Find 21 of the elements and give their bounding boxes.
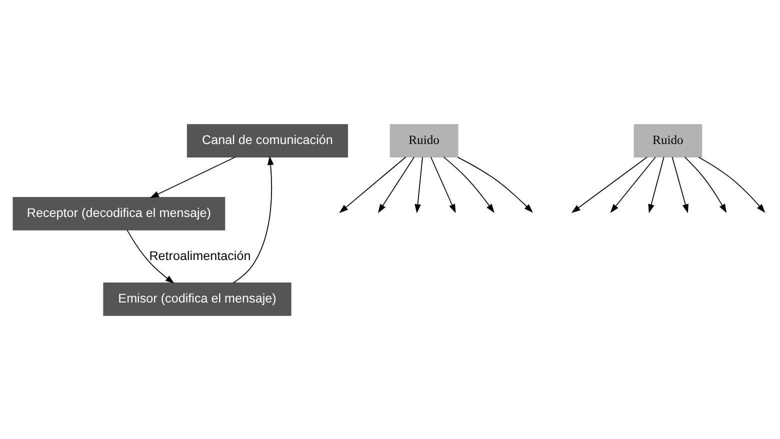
arrow bbox=[672, 156, 688, 213]
node-box: Ruido bbox=[390, 124, 458, 157]
node-box: Emisor (codifica el mensaje) bbox=[103, 282, 292, 316]
arrow bbox=[150, 156, 236, 198]
arrow bbox=[232, 155, 274, 283]
arrow bbox=[126, 229, 174, 284]
node-box: Canal de comunicación bbox=[186, 124, 348, 157]
node-box: Receptor (decodifica el mensaje) bbox=[12, 196, 226, 230]
node-box: Ruido bbox=[634, 124, 702, 157]
arrow bbox=[684, 156, 727, 213]
arrow bbox=[430, 156, 456, 213]
arrow bbox=[339, 156, 406, 213]
arrow bbox=[610, 156, 656, 212]
arrow bbox=[571, 156, 648, 212]
arrow bbox=[443, 156, 494, 212]
arrow bbox=[378, 156, 415, 213]
arrow bbox=[414, 156, 423, 213]
arrow bbox=[648, 156, 664, 213]
edge-label: Retroalimentación bbox=[149, 248, 251, 262]
arrow bbox=[698, 156, 766, 212]
arrow bbox=[457, 156, 533, 212]
